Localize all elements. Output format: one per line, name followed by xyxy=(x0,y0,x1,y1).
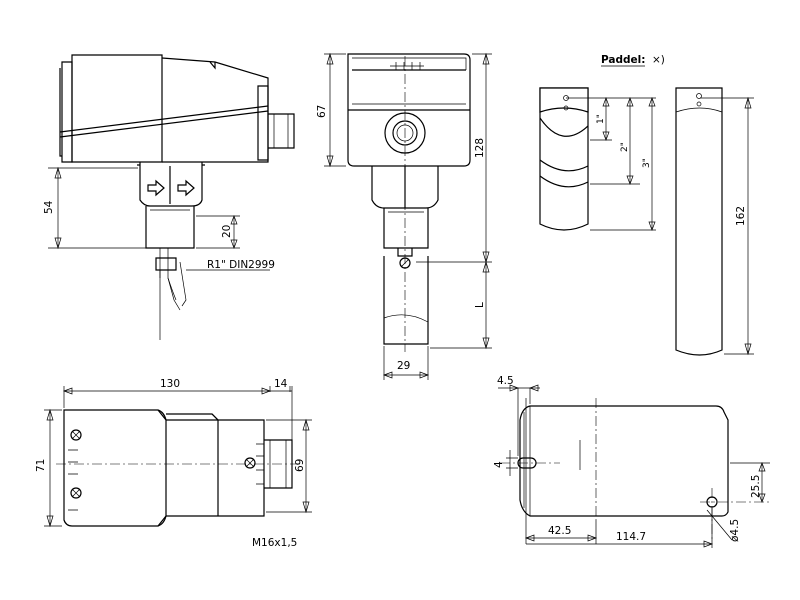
dim-side-height: 54 xyxy=(43,200,55,214)
dim-top-inner: 69 xyxy=(294,459,306,472)
dim-base-x1: 42.5 xyxy=(548,525,571,537)
paddel-mark: ×) xyxy=(652,54,665,66)
base-view: 4.5 4 42.5 114.7 25.5 ø4.5 xyxy=(493,375,770,548)
dim-base-x2: 114.7 xyxy=(616,531,646,543)
dim-top-width: 71 xyxy=(35,459,47,472)
dim-side-thread: 20 xyxy=(221,225,233,238)
dim-front-length: L xyxy=(474,302,486,308)
paddle-views: Paddel: ×) 1" 2" 3" xyxy=(539,54,754,356)
dim-top-length: 130 xyxy=(160,378,180,390)
paddel-label: Paddel: xyxy=(601,54,645,66)
paddle-dim-1: 1" xyxy=(596,114,606,124)
paddle-dim-3: 3" xyxy=(642,158,652,168)
top-view: 130 14 71 69 M16x1,5 xyxy=(35,378,312,549)
dim-base-slot: 4 xyxy=(493,461,505,468)
dim-base-hole: ø4.5 xyxy=(729,519,741,542)
dim-base-y: 25.5 xyxy=(750,475,762,498)
dim-base-offset: 4.5 xyxy=(497,375,514,387)
paddle-dim-long: 162 xyxy=(735,206,747,226)
front-view: 67 128 L 29 xyxy=(316,52,492,380)
dim-top-gland: 14 xyxy=(274,378,288,390)
side-view: R1" DIN2999 54 20 xyxy=(43,54,295,340)
dim-front-total: 128 xyxy=(474,138,486,158)
thread-label: R1" DIN2999 xyxy=(207,259,275,271)
paddle-dim-2: 2" xyxy=(620,142,630,152)
cable-gland-label: M16x1,5 xyxy=(252,537,297,549)
dim-front-top: 67 xyxy=(316,105,328,118)
dim-front-width: 29 xyxy=(397,360,410,372)
